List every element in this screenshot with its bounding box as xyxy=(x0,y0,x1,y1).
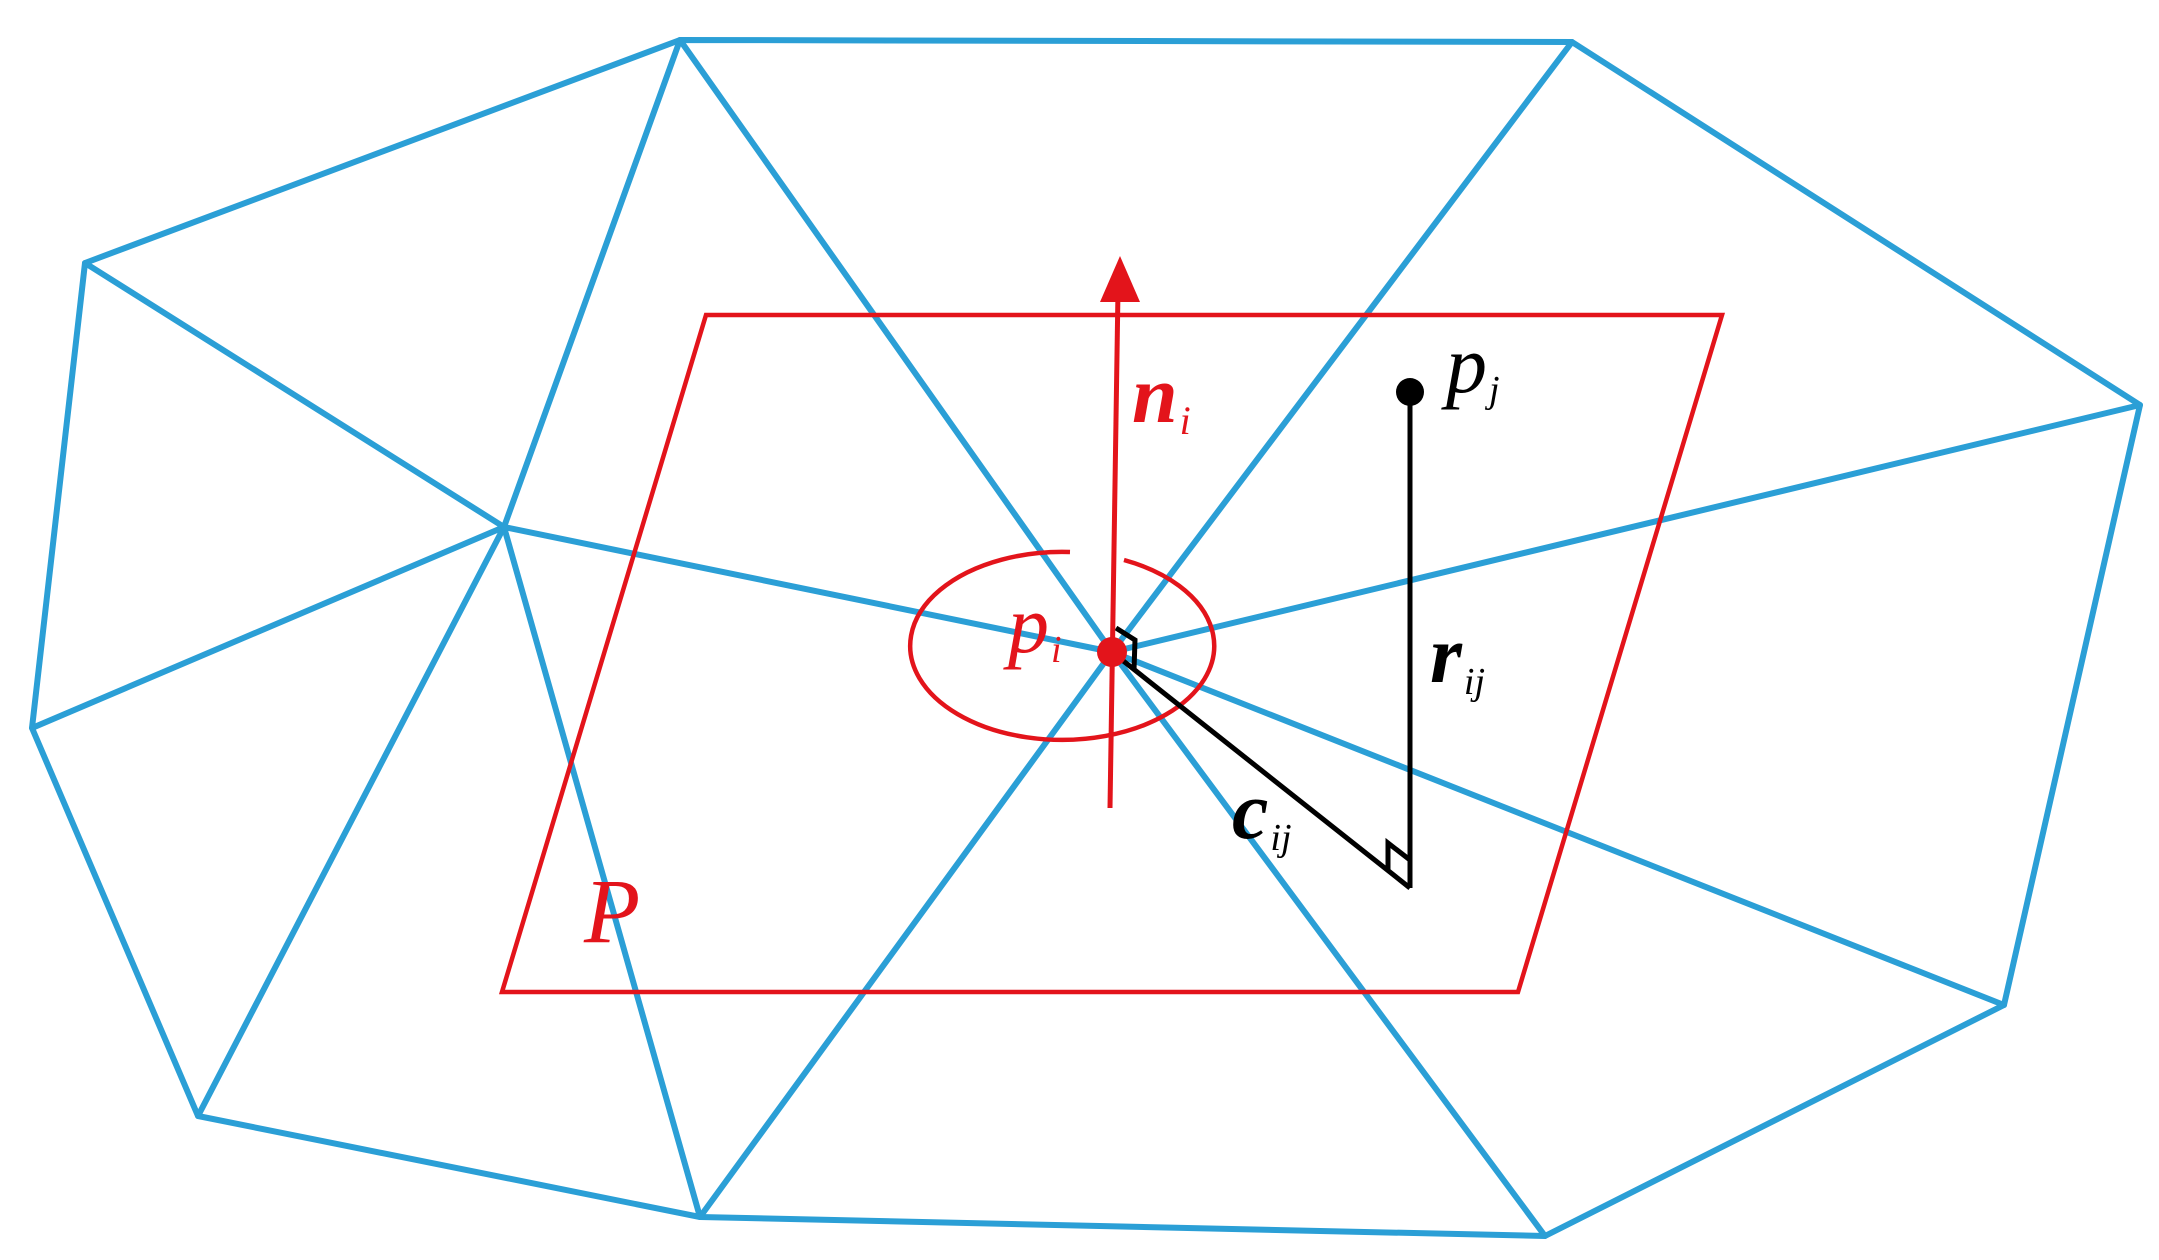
projection-line xyxy=(1110,650,1412,890)
right-angle-marker-center xyxy=(1114,625,1138,671)
mesh-edge xyxy=(1109,402,2143,655)
tangent-plane xyxy=(498,312,1726,995)
normal-vector-shaft xyxy=(1107,289,1121,809)
mesh-edge xyxy=(1109,649,2007,1008)
right-angle-marker-bottom xyxy=(1385,837,1412,871)
mesh-edge xyxy=(501,524,703,1220)
label-p-i: pi xyxy=(1003,579,1062,671)
mesh-edge xyxy=(195,524,507,1119)
mesh-edge xyxy=(1109,649,1548,1239)
rotation-arc xyxy=(907,549,1217,743)
label-r-ij: rij xyxy=(1430,609,1485,703)
label-n-i: ni xyxy=(1132,349,1191,443)
mesh-edge xyxy=(29,524,507,731)
mesh-edge xyxy=(1109,39,1575,655)
mesh-edge xyxy=(82,260,507,530)
triangle-mesh xyxy=(29,37,2143,1239)
mesh-edge xyxy=(697,649,1115,1220)
mesh-edge xyxy=(677,37,1115,655)
mesh-outline xyxy=(29,37,2143,1239)
normal-arrowhead-icon xyxy=(1100,256,1140,302)
mesh-edge xyxy=(501,524,1115,655)
point-p-i xyxy=(1097,637,1127,667)
projection-construction xyxy=(1110,392,1413,890)
point-p-j xyxy=(1396,378,1424,406)
label-p-j: pj xyxy=(1441,319,1500,411)
label-c-ij: cij xyxy=(1232,765,1292,859)
label-plane-p: P xyxy=(583,860,640,962)
mesh-edge xyxy=(501,37,683,530)
